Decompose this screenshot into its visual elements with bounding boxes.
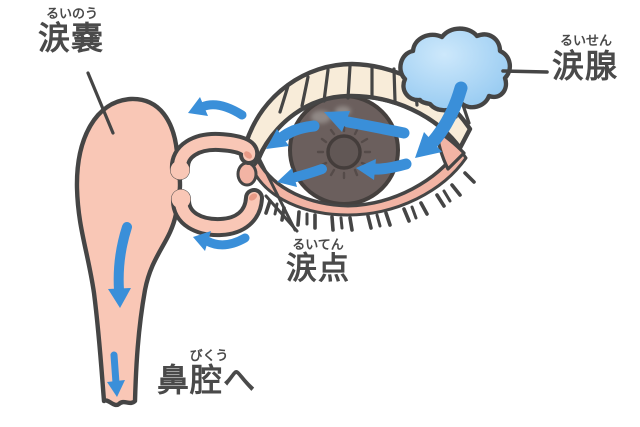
lacrimal-punctum-label: 涙点 xyxy=(286,251,350,286)
lacrimal-gland-furigana: るいせん xyxy=(559,33,612,48)
arrow-across-iris-bottom xyxy=(356,158,412,180)
lacrimal-sac xyxy=(74,96,183,408)
arrow-to-upper-punctum xyxy=(266,120,320,149)
tear-flow-arrows xyxy=(107,81,468,397)
arrow-duct-lower xyxy=(107,351,125,397)
lacrimal-sac-furigana: るいのう xyxy=(45,6,98,21)
arrow-across-iris-top xyxy=(324,111,410,139)
punctum-leader-line-lower xyxy=(264,194,299,233)
to-nasal-cavity-furigana: びくう xyxy=(189,348,229,363)
arrow-duct-upper xyxy=(108,222,132,308)
sac-leader-line xyxy=(86,71,115,135)
lacrimal-sac-label: 涙嚢 xyxy=(38,20,105,56)
to-nasal-cavity-label: 鼻腔へ xyxy=(157,362,257,398)
arrow-upper-canaliculus xyxy=(188,97,247,120)
punctum-leader-line-upper xyxy=(257,156,297,232)
upper-punctum-opening xyxy=(244,151,252,159)
arrow-lower-canaliculus xyxy=(193,231,250,251)
pupil xyxy=(326,134,362,170)
caruncle xyxy=(236,161,258,187)
canaliculi-loop xyxy=(170,131,264,238)
pupil-radial-lines xyxy=(316,124,372,180)
gland-leader-line xyxy=(501,69,549,74)
lower-punctum-opening xyxy=(248,193,258,201)
lacrimal-gland-label: 涙腺 xyxy=(552,48,619,84)
arrow-from-gland xyxy=(415,81,468,158)
lacrimal-sac-and-duct xyxy=(74,96,264,408)
canaliculus-junction xyxy=(170,160,190,180)
leader-lines xyxy=(86,69,549,233)
arrow-to-lower-punctum xyxy=(277,164,327,187)
canaliculus-junction xyxy=(171,189,191,209)
lacrimal-punctum-furigana: るいてん xyxy=(292,237,344,252)
